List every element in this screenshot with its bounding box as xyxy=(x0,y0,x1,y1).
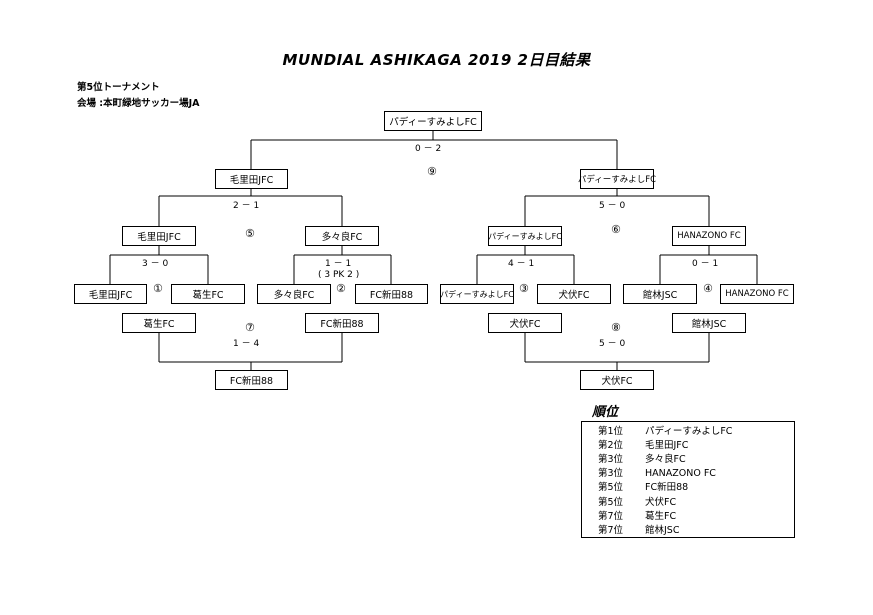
match-9-number: ⑨ xyxy=(427,165,437,178)
match-3-winner: パディーすみよしFC xyxy=(488,226,562,246)
ranking-team: 葛生FC xyxy=(645,511,677,522)
match-6-number: ⑥ xyxy=(611,223,621,236)
match-1-number: ① xyxy=(153,282,163,295)
match-4-score: 0 － 1 xyxy=(692,259,719,269)
r1-team-kuzuu: 葛生FC xyxy=(171,284,245,304)
r1-team-tatara: 多々良FC xyxy=(257,284,331,304)
match-5-number: ⑤ xyxy=(245,227,255,240)
semifinal-left-winner: 毛里田JFC xyxy=(215,169,288,189)
match-8-number: ⑧ xyxy=(611,321,621,334)
match-8-score: 5 － 0 xyxy=(599,339,626,349)
match-5-score: 2 － 1 xyxy=(233,201,260,211)
ranking-place: 第7位 xyxy=(598,525,624,536)
ranking-row: 第2位 毛里田JFC xyxy=(598,437,688,451)
r1-team-inubushi: 犬伏FC xyxy=(537,284,611,304)
ranking-team: パディーすみよしFC xyxy=(645,426,733,437)
ranking-team: 館林JSC xyxy=(645,525,680,536)
match-2-winner: 多々良FC xyxy=(305,226,379,246)
semifinal-right-winner: パディーすみよしFC xyxy=(578,169,656,189)
match-4-winner: HANAZONO FC xyxy=(672,226,746,246)
final-winner-box: パディーすみよしFC xyxy=(384,111,482,131)
r1-team-nitta: FC新田88 xyxy=(355,284,428,304)
ranking-team: HANAZONO FC xyxy=(645,468,716,479)
r1-team-hanazono: HANAZONO FC xyxy=(720,284,794,304)
ranking-place: 第5位 xyxy=(598,482,624,493)
ranking-place: 第5位 xyxy=(598,497,624,508)
match-7-team-nitta: FC新田88 xyxy=(305,313,379,333)
ranking-row: 第3位 多々良FC xyxy=(598,451,686,465)
ranking-place: 第2位 xyxy=(598,440,624,451)
ranking-row: 第7位 葛生FC xyxy=(598,508,676,522)
ranking-title: 順位 xyxy=(592,405,619,420)
match-1-winner: 毛里田JFC xyxy=(122,226,196,246)
match-3-score: 4 － 1 xyxy=(508,259,535,269)
r1-team-tatebayashi: 館林JSC xyxy=(623,284,697,304)
match-8-team-inubushi: 犬伏FC xyxy=(488,313,562,333)
match-2-number: ② xyxy=(336,282,346,295)
ranking-place: 第1位 xyxy=(598,426,624,437)
ranking-team: 多々良FC xyxy=(645,454,686,465)
page-title: MUNDIAL ASHIKAGA 2019 2日目結果 xyxy=(282,51,591,69)
match-1-score: 3 － 0 xyxy=(142,259,169,269)
match-2-pk-note: ( 3 PK 2 ) xyxy=(318,270,360,280)
ranking-place: 第3位 xyxy=(598,454,624,465)
match-7-number: ⑦ xyxy=(245,321,255,334)
venue-label: 会場 :本町緑地サッカー場JA xyxy=(77,98,200,109)
ranking-table: 第1位 パディーすみよしFC 第2位 毛里田JFC 第3位 多々良FC 第3位 HANA… xyxy=(581,421,795,538)
r1-team-kerita: 毛里田JFC xyxy=(74,284,147,304)
ranking-row: 第5位 FC新田88 xyxy=(598,479,688,493)
tournament-name: 第5位トーナメント xyxy=(77,82,160,93)
match-7-winner: FC新田88 xyxy=(215,370,288,390)
match-8-team-tatebayashi: 館林JSC xyxy=(672,313,746,333)
match-3-number: ③ xyxy=(519,282,529,295)
match-2-score: 1 － 1 xyxy=(325,259,352,269)
ranking-team: 犬伏FC xyxy=(645,497,677,508)
ranking-row: 第7位 館林JSC xyxy=(598,522,679,536)
ranking-team: 毛里田JFC xyxy=(645,440,689,451)
ranking-team: FC新田88 xyxy=(645,482,689,493)
r1-team-paddy: パディーすみよしFC xyxy=(440,284,514,304)
final-score: 0 － 2 xyxy=(415,144,442,154)
ranking-row: 第3位 HANAZONO FC xyxy=(598,465,716,479)
ranking-place: 第7位 xyxy=(598,511,624,522)
ranking-place: 第3位 xyxy=(598,468,624,479)
match-8-winner: 犬伏FC xyxy=(580,370,654,390)
ranking-row: 第1位 パディーすみよしFC xyxy=(598,423,732,437)
match-7-team-kuzuu: 葛生FC xyxy=(122,313,196,333)
match-6-score: 5 － 0 xyxy=(599,201,626,211)
ranking-row: 第5位 犬伏FC xyxy=(598,494,676,508)
match-7-score: 1 － 4 xyxy=(233,339,260,349)
match-4-number: ④ xyxy=(703,282,713,295)
